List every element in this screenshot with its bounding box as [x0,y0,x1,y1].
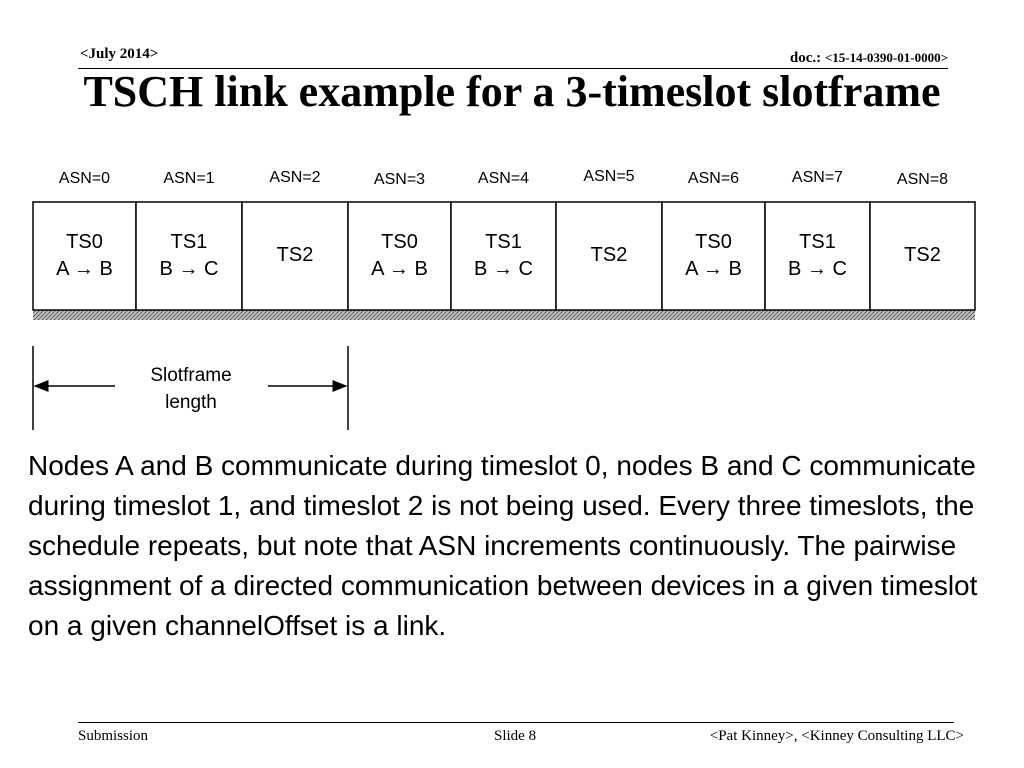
timeslot-box [450,201,557,311]
timeslot-id: TS0 [66,231,103,253]
footer-author: <Pat Kinney>, <Kinney Consulting LLC> [709,728,964,744]
timeslot-link: B → C [788,258,847,280]
doc-number: <15-14-0390-01-0000> [824,50,948,65]
header-date: <July 2014> [80,46,159,62]
footer-rule [78,722,954,723]
asn-label: ASN=0 [59,170,110,187]
asn-label: ASN=5 [583,168,634,185]
asn-label: ASN=7 [792,169,843,186]
body-paragraph: Nodes A and B communicate during timeslo… [28,450,978,641]
timeslot-box [764,201,871,311]
timeslot-box [869,201,976,311]
timeslot-link: B → C [160,258,219,280]
timeline-shadow [33,310,975,320]
doc-label: doc.: [789,50,825,66]
slotframe-label-line1: Slotframe [150,365,231,386]
timeslot-cell: TS1 B → C [135,201,243,311]
footer-slide-number: Slide 8 [494,728,537,744]
timeslot-id: TS2 [904,244,941,266]
timeslot-cell: TS0 A → B [347,201,452,311]
asn-label: ASN=1 [163,170,214,187]
timeslot-cell: TS1 B → C [764,201,871,311]
header-doc-id: doc.: <15-14-0390-01-0000> [790,50,948,67]
footer-submission: Submission [78,728,149,744]
timeslot-cell: TS2 [241,201,349,311]
timeslot-cell: TS2 [869,201,976,311]
timeslot-id: TS2 [591,244,628,266]
timeslot-id: TS2 [277,244,314,266]
timeslot-id: TS1 [485,231,522,253]
timeslot-cell: TS2 [555,201,663,311]
slotframe-length-indicator: Slotframe length [32,346,349,430]
timeslot-id: TS1 [799,231,836,253]
timeslot-link: A → B [56,258,113,280]
timeslot-cell: TS0 A → B [661,201,766,311]
timeslot-link: A → B [371,258,428,280]
timeslot-box [135,201,243,311]
asn-label: ASN=6 [688,170,739,187]
timeslot-id: TS0 [695,231,732,253]
header-rule [78,68,948,69]
timeslot-box [241,201,349,311]
timeslot-box [347,201,452,311]
timeslot-id: TS1 [171,231,208,253]
asn-label: ASN=3 [374,171,425,188]
timeslot-id: TS0 [381,231,418,253]
timeslot-cell: TS1 B → C [450,201,557,311]
timeslot-box [555,201,663,311]
asn-label: ASN=8 [897,171,948,188]
timeslot-link: A → B [685,258,742,280]
asn-label: ASN=4 [478,170,529,187]
slide-title: TSCH link example for a 3-timeslot slotf… [83,67,941,116]
slotframe-label-line2: length [165,392,217,413]
timeslot-diagram: ASN=0 ASN=1 ASN=2 ASN=3 ASN=4 ASN=5 ASN=6 ASN=7… [32,168,976,430]
asn-label: ASN=2 [269,169,320,186]
timeslot-link: B → C [474,258,533,280]
timeslot-cell: TS0 A → B [32,201,137,311]
timeslot-box [32,201,137,311]
timeslot-box [661,201,766,311]
